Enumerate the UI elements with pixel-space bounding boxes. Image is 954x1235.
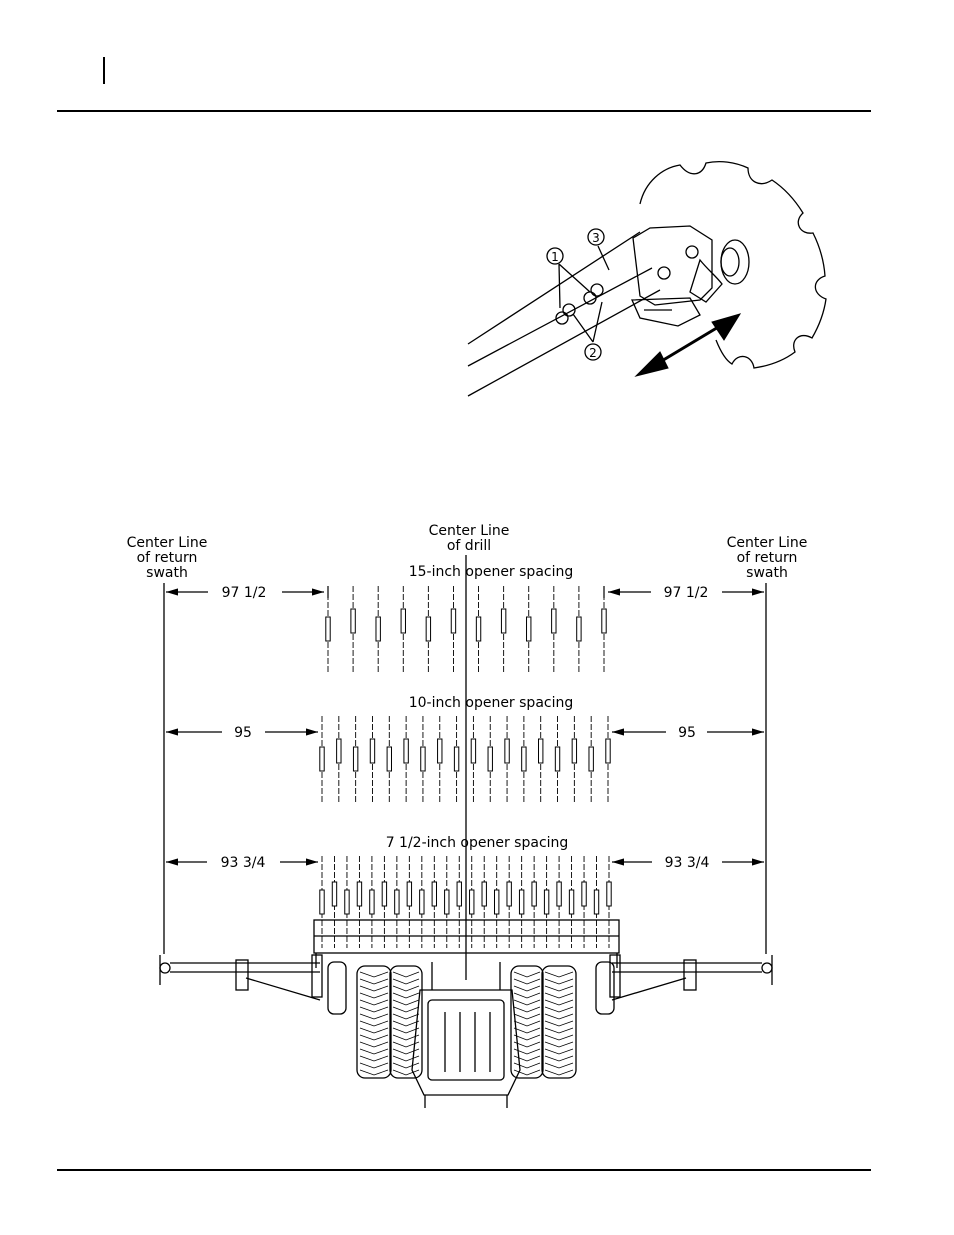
row-7-5-left-dimension: 93 3/4 <box>221 855 266 871</box>
right-centerline-label-3: swath <box>746 565 788 581</box>
opener <box>404 716 408 802</box>
opener <box>353 716 357 802</box>
opener <box>420 856 424 948</box>
opener <box>572 716 576 802</box>
left-centerline-label-3: swath <box>146 565 188 581</box>
left-marker-arm <box>160 955 322 1000</box>
opener <box>577 586 581 672</box>
opener <box>589 716 593 802</box>
drill-centerline-label-2: of drill <box>447 538 491 554</box>
row-10-right-dimension: 95 <box>678 725 696 741</box>
opener <box>532 856 536 948</box>
row-15-label: 15-inch opener spacing <box>409 564 574 580</box>
row-7-5-label: 7 1/2-inch opener spacing <box>386 835 569 851</box>
opener <box>320 716 324 802</box>
opener <box>326 586 330 672</box>
opener <box>519 856 523 948</box>
opener <box>345 856 349 948</box>
opener <box>507 856 511 948</box>
opener <box>582 856 586 948</box>
opener <box>555 716 559 802</box>
right-centerline-label-1: Center Line <box>727 535 808 551</box>
opener <box>357 856 361 948</box>
opener <box>432 856 436 948</box>
opener <box>421 716 425 802</box>
opener <box>476 586 480 672</box>
footer-rule <box>57 1169 871 1171</box>
opener <box>569 856 573 948</box>
opener <box>370 856 374 948</box>
opener <box>522 716 526 802</box>
opener <box>471 716 475 802</box>
opener <box>376 586 380 672</box>
row-15-right-dimension: 97 1/2 <box>664 585 709 601</box>
right-marker-arm <box>610 955 772 1000</box>
opener <box>320 856 324 948</box>
tractor <box>328 962 614 1108</box>
row-10-label: 10-inch opener spacing <box>409 695 574 711</box>
opener <box>370 716 374 802</box>
left-centerline-label-2: of return <box>137 550 198 566</box>
opener <box>445 856 449 948</box>
row-7-5-right-dimension: 93 3/4 <box>665 855 710 871</box>
opener <box>505 716 509 802</box>
opener <box>607 856 611 948</box>
opener <box>488 716 492 802</box>
opener <box>606 716 610 802</box>
opener <box>332 856 336 948</box>
opener <box>395 856 399 948</box>
opener <box>602 586 606 672</box>
opener <box>457 856 461 948</box>
opener <box>539 716 543 802</box>
opener <box>438 716 442 802</box>
opener <box>454 716 458 802</box>
opener <box>382 856 386 948</box>
opener <box>351 586 355 672</box>
opener <box>470 856 474 948</box>
opener <box>494 856 498 948</box>
opener <box>426 586 430 672</box>
opener <box>337 716 341 802</box>
opener <box>594 856 598 948</box>
opener <box>501 586 505 672</box>
opener <box>557 856 561 948</box>
row-10-left-dimension: 95 <box>234 725 252 741</box>
opener <box>387 716 391 802</box>
opener <box>552 586 556 672</box>
opener <box>482 856 486 948</box>
opener <box>527 586 531 672</box>
right-centerline-label-2: of return <box>737 550 798 566</box>
drill-centerline-label-1: Center Line <box>429 523 510 539</box>
row-15-left-dimension: 97 1/2 <box>222 585 267 601</box>
opener <box>407 856 411 948</box>
opener <box>401 586 405 672</box>
opener <box>544 856 548 948</box>
left-centerline-label-1: Center Line <box>127 535 208 551</box>
opener <box>451 586 455 672</box>
